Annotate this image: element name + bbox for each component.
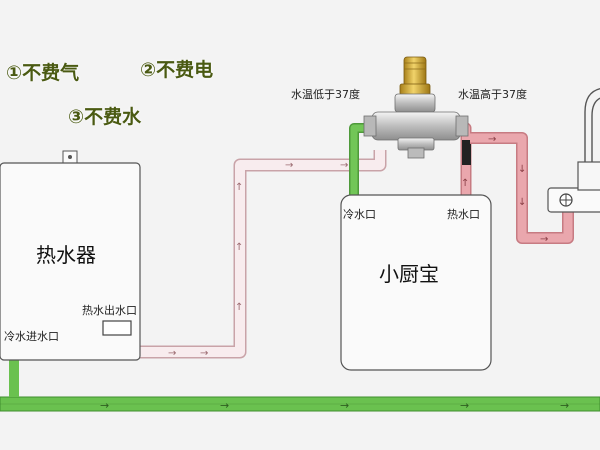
valve-low-temp-label: 水温低于37度 (291, 88, 360, 101)
hot-flow-arrow: ↑ (461, 178, 469, 189)
heater-cold-inlet-label: 冷水进水口 (4, 330, 59, 343)
svg-text:→: → (168, 348, 176, 359)
svg-text:→: → (340, 399, 349, 412)
benefit-no-gas: ①不费气 (6, 62, 80, 84)
svg-text:↓: ↓ (518, 164, 526, 175)
kitchen-hot-outlet-label: 热水口 (447, 208, 480, 221)
benefit-no-electricity: ②不费电 (140, 59, 214, 81)
benefit-no-water: ③不费水 (68, 106, 142, 128)
heater-hot-outlet-label: 热水出水口 (82, 304, 137, 317)
svg-text:↑: ↑ (235, 242, 243, 253)
svg-text:↑: ↑ (235, 302, 243, 313)
svg-text:→: → (540, 234, 548, 245)
water-heater (0, 150, 141, 361)
svg-text:→: → (100, 399, 109, 412)
heater-display (102, 320, 132, 336)
faucet (547, 88, 600, 213)
svg-text:→: → (200, 348, 208, 359)
main-cold-pipe: → → → → → (0, 396, 600, 412)
mixed-flow-arrows: → ↓ ↓ → (488, 134, 548, 245)
pipe-joint (462, 140, 471, 165)
svg-text:→: → (340, 160, 348, 171)
valve-high-temp-label: 水温高于37度 (458, 88, 527, 101)
svg-text:↓: ↓ (518, 197, 526, 208)
heater-title: 热水器 (36, 243, 96, 267)
thermostatic-valve (363, 56, 469, 159)
kitchen-cold-inlet-label: 冷水口 (343, 208, 376, 221)
svg-text:→: → (560, 399, 569, 412)
kitchen-heater-title: 小厨宝 (379, 262, 439, 286)
svg-text:→: → (460, 399, 469, 412)
hot-outlet-flow-arrows: → → ↑ ↑ ↑ → → (168, 160, 348, 359)
svg-text:→: → (285, 160, 293, 171)
svg-text:→: → (488, 134, 496, 145)
svg-text:↑: ↑ (235, 182, 243, 193)
kitchen-heater (340, 194, 492, 371)
svg-text:→: → (220, 399, 229, 412)
